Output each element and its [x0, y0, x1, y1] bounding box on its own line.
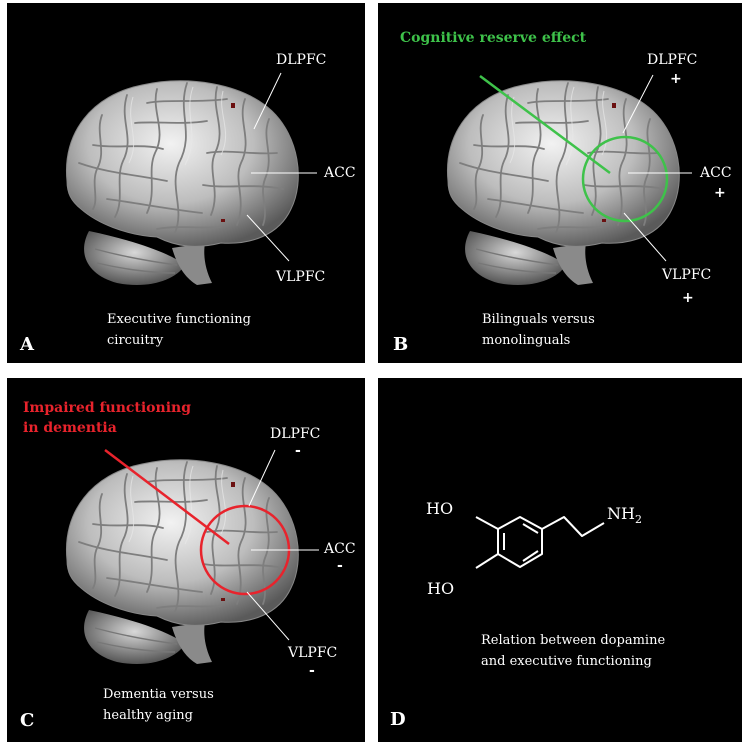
panel-letter: B: [393, 334, 409, 355]
caption-line-2: and executive functioning: [481, 654, 652, 669]
brain-illustration: [446, 74, 692, 286]
dlpfc-pointer: [248, 449, 276, 507]
vlpfc-label: VLPFC: [276, 269, 326, 285]
dlpfc-sign: -: [295, 443, 301, 459]
acc-label: ACC: [324, 165, 356, 181]
vlpfc-label: VLPFC: [288, 645, 338, 661]
acc-label: ACC: [324, 541, 356, 557]
vlpfc-pointer: [623, 212, 667, 262]
amine-subscript: 2: [634, 513, 642, 527]
ethyl-chain: [541, 516, 605, 537]
impairment-pointer: [104, 449, 230, 545]
oh-bond-top: [475, 516, 499, 530]
dlpfc-pointer: [622, 74, 654, 134]
panel-caption: Executive functioning circuitry: [107, 309, 251, 351]
vlpfc-label: VLPFC: [662, 267, 712, 283]
panel-caption: Relation between dopamine and executive …: [481, 630, 665, 672]
acc-sign: -: [337, 558, 343, 574]
panel-letter: D: [390, 709, 406, 730]
hydroxyl-top: HO: [426, 499, 454, 518]
dlpfc-label: DLPFC: [270, 426, 321, 442]
caption-line-1: Dementia versus: [103, 687, 214, 702]
panel-d: HO HO NH2 Relation between dopamine and …: [378, 378, 742, 742]
hydroxyl-bottom: HO: [427, 579, 455, 598]
dopamine-structure: [475, 516, 605, 569]
impaired-functioning-title: Impaired functioning in dementia: [23, 398, 191, 438]
oh-bond-bottom: [475, 553, 499, 569]
panel-b: Cognitive reserve effect DLPFC + ACC + V…: [378, 3, 742, 363]
dlpfc-label: DLPFC: [276, 52, 327, 68]
caption-line-1: Executive functioning: [107, 312, 251, 327]
vlpfc-sign: +: [682, 290, 694, 306]
highlight-circle: [581, 135, 669, 223]
panel-letter: A: [20, 334, 34, 355]
cognitive-reserve-title: Cognitive reserve effect: [400, 30, 587, 46]
caption-line-2: circuitry: [107, 333, 164, 348]
caption-line-2: monolinguals: [482, 333, 571, 348]
amine-group: NH2: [607, 504, 642, 527]
vlpfc-pointer: [246, 591, 290, 641]
title-line-2: in dementia: [23, 420, 117, 436]
panel-letter: C: [20, 710, 35, 731]
panel-a: DLPFC ACC VLPFC Executive functioning ci…: [7, 3, 365, 363]
panel-c: Impaired functioning in dementia DLPFC -…: [7, 378, 365, 742]
panel-caption: Bilinguals versus monolinguals: [482, 309, 595, 351]
reserve-pointer: [479, 74, 611, 175]
acc-label: ACC: [700, 165, 732, 181]
caption-line-1: Relation between dopamine: [481, 633, 666, 648]
acc-sign: +: [714, 185, 726, 201]
dlpfc-label: DLPFC: [647, 52, 698, 68]
brain-illustration: [65, 449, 319, 665]
dlpfc-pointer: [253, 72, 282, 130]
panel-caption: Dementia versus healthy aging: [103, 684, 214, 726]
caption-line-2: healthy aging: [103, 708, 193, 723]
caption-line-1: Bilinguals versus: [482, 312, 595, 327]
dlpfc-sign: +: [670, 71, 682, 87]
title-line-1: Impaired functioning: [23, 400, 191, 416]
vlpfc-sign: -: [309, 663, 315, 679]
vlpfc-pointer: [246, 214, 290, 262]
brain-illustration: [65, 72, 317, 286]
amine-text: NH: [607, 504, 635, 523]
